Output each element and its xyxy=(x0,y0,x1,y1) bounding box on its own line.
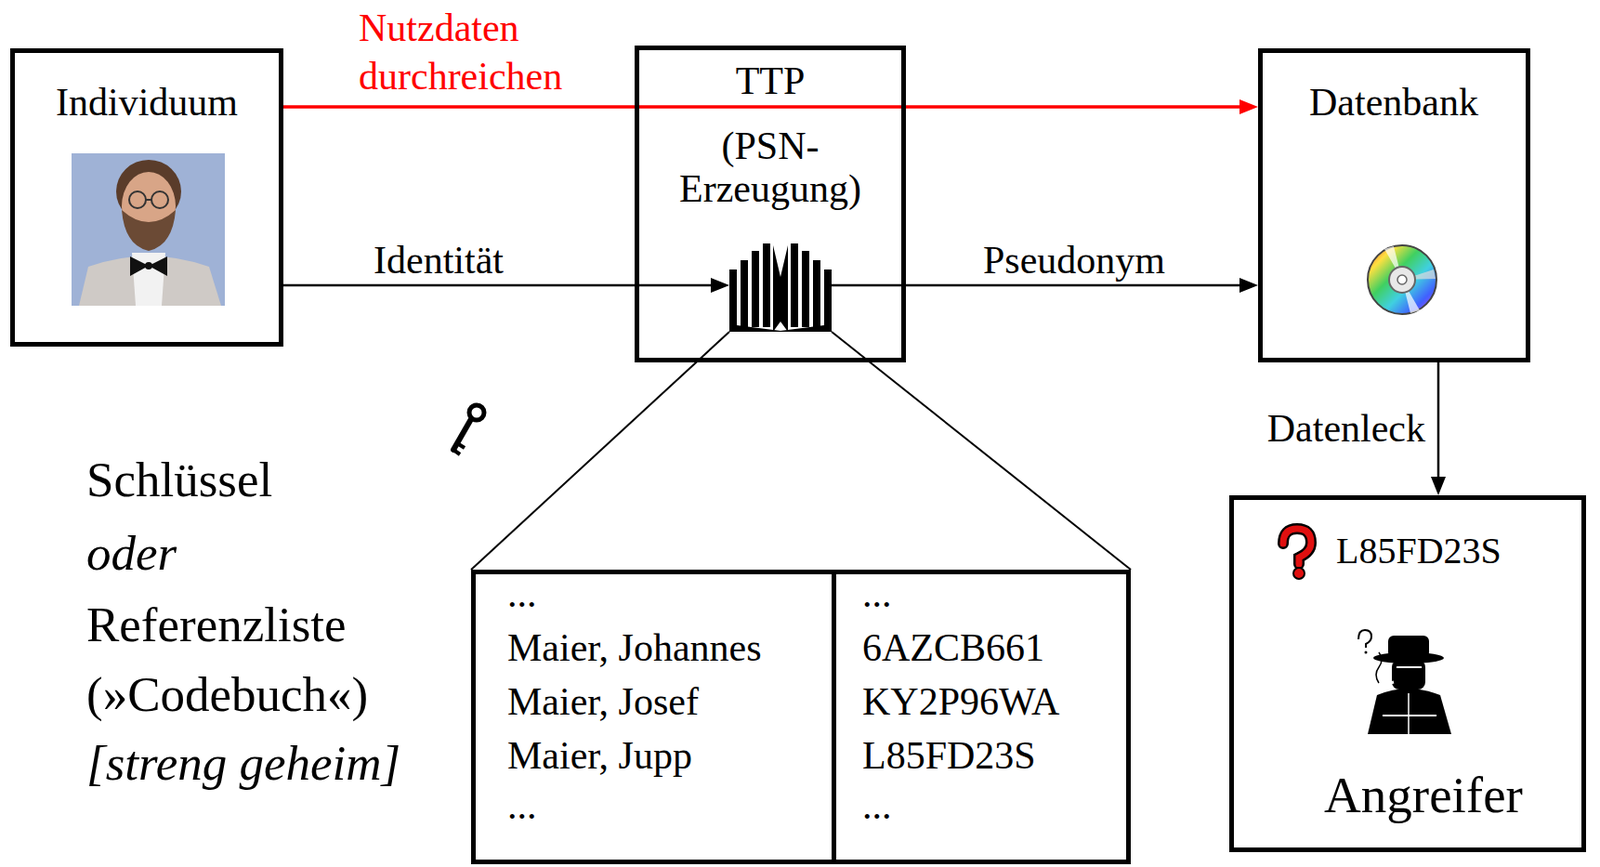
table-cell: Maier, Josef xyxy=(507,680,699,723)
ttp-box: TTP (PSN- Erzeugung) xyxy=(634,45,906,363)
book-page xyxy=(824,269,832,328)
arrow-head xyxy=(1430,476,1446,496)
database-box: Datenbank xyxy=(1258,48,1531,363)
key-tooth xyxy=(457,443,465,448)
photo-background xyxy=(71,153,225,306)
box-title: Angreifer xyxy=(1324,767,1523,825)
table-cell: ... xyxy=(507,572,538,616)
spy-question xyxy=(1358,629,1372,648)
flow-label: Pseudonym xyxy=(981,238,1168,282)
flow-label: Datenleck xyxy=(1265,406,1428,450)
arrow-head xyxy=(710,277,730,293)
table-cell: Maier, Johannes xyxy=(507,626,762,669)
flow-label: Nutzdaten durchreichen xyxy=(356,3,603,101)
box-subtitle: (PSN- Erzeugung) xyxy=(658,124,882,210)
cd-icon xyxy=(1367,245,1437,315)
book-page xyxy=(740,260,748,328)
zoom-line xyxy=(471,331,730,570)
note-text: Schlüssel xyxy=(86,451,273,509)
book-page xyxy=(790,243,799,328)
key-shaft xyxy=(453,419,472,450)
box-title: Individuum xyxy=(55,80,238,124)
arrow-head xyxy=(1239,277,1259,293)
glasses xyxy=(129,191,146,209)
key-tooth xyxy=(453,449,460,455)
pseudonym-text: L85FD23S xyxy=(1336,530,1502,572)
bow-tie-knot xyxy=(144,262,153,270)
glasses-bridge xyxy=(145,198,152,201)
codebook-icon xyxy=(729,239,832,332)
spy-question-dot xyxy=(1364,651,1368,655)
beard xyxy=(121,209,176,251)
spy-smoke xyxy=(1376,652,1382,683)
question-stroke xyxy=(1283,528,1312,564)
cd-disc xyxy=(1367,245,1437,315)
spy-coat-seam xyxy=(1407,693,1410,735)
table-cell: L85FD23S xyxy=(862,734,1037,777)
book-spine xyxy=(773,245,788,332)
book-base xyxy=(729,324,832,332)
connector-line xyxy=(283,104,1242,109)
zoom-line xyxy=(831,331,1131,570)
spy-coat xyxy=(1367,688,1452,735)
box-title: TTP xyxy=(735,59,806,103)
cd-hole xyxy=(1397,275,1407,285)
table-cell: KY2P96WA xyxy=(862,680,1060,723)
question-icon xyxy=(1283,528,1312,579)
connector xyxy=(283,277,730,293)
individual-box: Individuum xyxy=(10,48,284,347)
spy-icon xyxy=(1358,629,1452,735)
table-cell: ... xyxy=(862,784,892,827)
note-text: Referenzliste xyxy=(86,596,347,654)
table-cell: ... xyxy=(507,784,538,827)
table-cell: Maier, Jupp xyxy=(507,734,693,777)
question-dot xyxy=(1293,567,1305,579)
book-page xyxy=(813,260,821,328)
spy-cigarette xyxy=(1378,681,1394,686)
connector-line xyxy=(283,284,713,288)
question-outline xyxy=(1283,528,1312,564)
spy-glasses xyxy=(1396,666,1422,669)
flow-label: Identität xyxy=(371,238,506,282)
glasses xyxy=(151,191,169,209)
book-page xyxy=(801,250,810,328)
attacker-box: L85FD23S Angreifer xyxy=(1229,495,1587,853)
note-text: oder xyxy=(86,524,177,582)
key-icon xyxy=(453,405,485,455)
column-divider xyxy=(831,574,837,860)
codebook-table: ... Maier, JohannesMaier, JosefMaier, Jup… xyxy=(471,569,1131,865)
connector xyxy=(1430,362,1446,496)
connector-line xyxy=(1437,362,1441,479)
note-text: [streng geheim] xyxy=(86,734,401,792)
book-page xyxy=(751,250,760,328)
table-cell: ... xyxy=(862,572,892,616)
note-text: (»Codebuch«) xyxy=(86,666,368,723)
book-page xyxy=(729,269,737,328)
box-title: Datenbank xyxy=(1309,80,1479,124)
table-cell: 6AZCB661 xyxy=(862,626,1045,669)
spy-face xyxy=(1391,659,1426,690)
arrow-head xyxy=(1239,99,1259,115)
cd-hub xyxy=(1389,266,1416,293)
connector-line xyxy=(831,284,1242,288)
spy-belt xyxy=(1382,714,1437,717)
book-page xyxy=(762,243,771,328)
person-photo xyxy=(71,153,225,306)
